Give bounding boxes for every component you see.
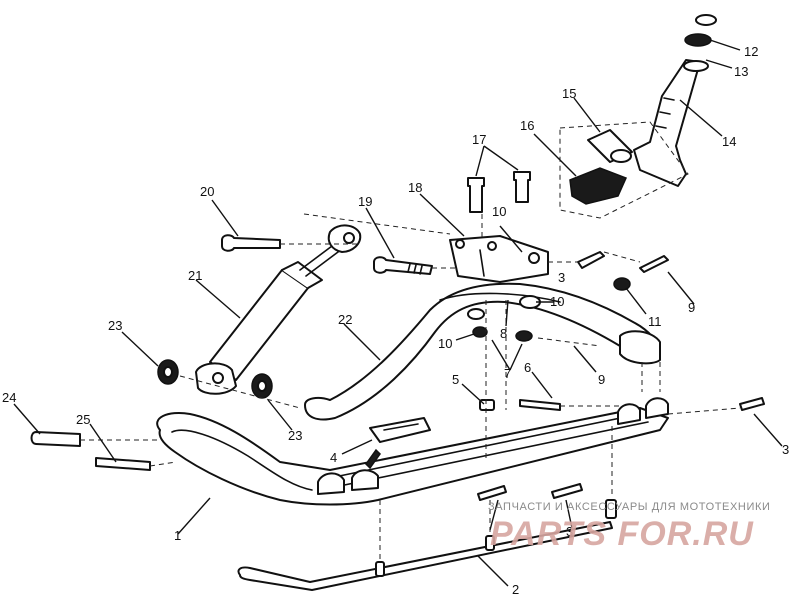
ski-saddle xyxy=(449,235,549,283)
bolt-20 xyxy=(221,234,281,252)
callout-19: 19 xyxy=(358,194,372,209)
callout-4: 4 xyxy=(330,450,337,465)
leader-lines xyxy=(13,39,783,587)
watermark-logo: PARTS FOR.RU xyxy=(490,515,754,553)
callout-9: 9 xyxy=(688,300,695,315)
callout-6: 6 xyxy=(524,360,531,375)
ski-spring xyxy=(304,282,661,421)
callout-11: 11 xyxy=(648,314,662,329)
callout-24: 24 xyxy=(2,390,16,405)
callout-23: 23 xyxy=(288,428,302,443)
callout-25: 25 xyxy=(76,412,90,427)
callout-numbers: 1 2 3 3 3 4 5 6 7 8 9 9 10 10 10 11 12 1… xyxy=(2,44,789,596)
callout-12: 12 xyxy=(744,44,758,59)
loop-parts xyxy=(30,431,151,471)
shim xyxy=(365,417,431,470)
callout-21: 21 xyxy=(188,268,202,283)
callout-18: 18 xyxy=(408,180,422,195)
callout-3: 3 xyxy=(566,524,573,539)
spindle xyxy=(633,14,717,187)
callout-5: 5 xyxy=(452,372,459,387)
callout-10: 10 xyxy=(492,204,506,219)
callout-8: 8 xyxy=(500,326,507,341)
bolts-17 xyxy=(467,171,531,213)
shock-bushings xyxy=(157,359,273,399)
callout-7: 7 xyxy=(504,366,511,381)
callout-15: 15 xyxy=(562,86,576,101)
callout-3: 3 xyxy=(782,442,789,457)
callout-10: 10 xyxy=(438,336,452,351)
shock-absorber xyxy=(195,224,362,395)
callout-13: 13 xyxy=(734,64,748,79)
callout-23: 23 xyxy=(108,318,122,333)
bushing-inset xyxy=(559,121,689,219)
callout-10: 10 xyxy=(550,294,564,309)
callout-3: 3 xyxy=(558,270,565,285)
callout-14: 14 xyxy=(722,134,736,149)
callout-9: 9 xyxy=(598,372,605,387)
bolt-19 xyxy=(373,256,433,275)
callout-2: 2 xyxy=(512,582,519,596)
callout-20: 20 xyxy=(200,184,214,199)
callout-1: 1 xyxy=(174,528,181,543)
wear-bar xyxy=(237,499,617,591)
callout-16: 16 xyxy=(520,118,534,133)
hardware xyxy=(467,251,765,501)
callout-17: 17 xyxy=(472,132,486,147)
ski xyxy=(156,397,669,506)
callout-22: 22 xyxy=(338,312,352,327)
watermark-caption: ЗАПЧАСТИ И АКСЕССУАРЫ ДЛЯ МОТОТЕХНИКИ xyxy=(488,501,771,513)
